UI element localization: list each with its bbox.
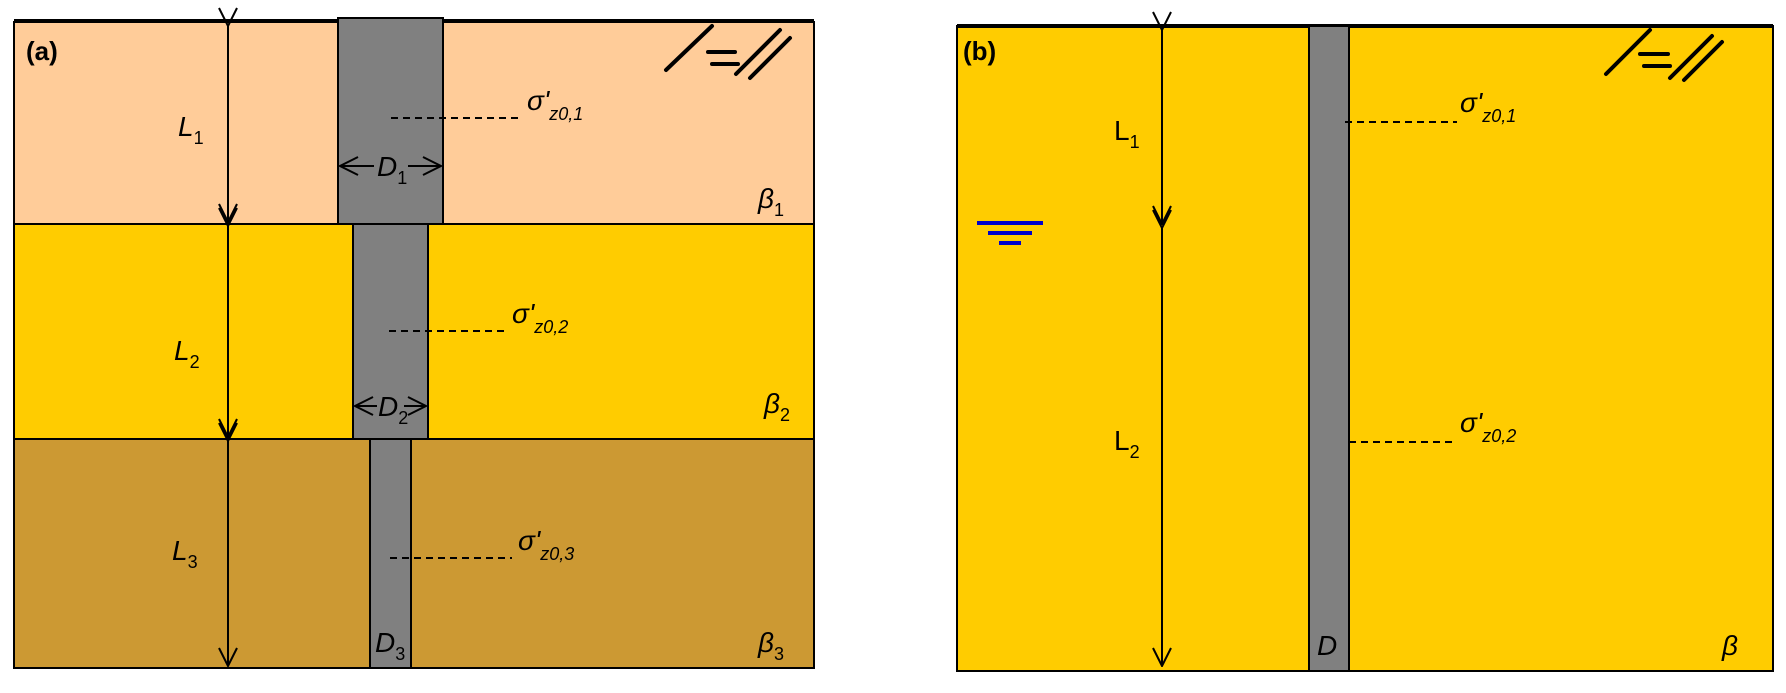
panel-label-b: (b): [963, 36, 996, 66]
pile-segment-1: [337, 17, 444, 225]
beta-label-3: β3: [757, 627, 784, 664]
water-table-icon: [977, 221, 1043, 245]
length-label-1: L1: [178, 111, 204, 148]
stress-label-1: σ'z0,1: [527, 85, 583, 124]
beta-label-2: β2: [763, 388, 790, 425]
panel-b: (b) L1 L2 σ'z0,1 σ'z0,2 D β: [956, 25, 1774, 672]
diameter-label-1: D1: [377, 151, 407, 188]
stress-label-b2: σ'z0,2: [1460, 407, 1516, 446]
panel-a: (a) L1 D1 σ'z0,1 β1 L2 D2 σ'z0,2 β2 L3: [13, 17, 815, 669]
panel-label-a: (a): [26, 36, 58, 66]
stress-label-3: σ'z0,3: [518, 525, 574, 564]
length-label-2: L2: [174, 335, 200, 372]
length-label-b2: L2: [1114, 425, 1140, 462]
diameter-label-3: D3: [375, 627, 405, 664]
stress-label-b1: σ'z0,1: [1460, 87, 1516, 126]
ground-hatch-icon: [664, 24, 792, 80]
beta-label-1: β1: [757, 183, 784, 220]
length-label-3: L3: [172, 535, 198, 572]
beta-label-b: β: [1721, 630, 1738, 661]
length-label-b1: L1: [1114, 115, 1140, 152]
soil-layer-3: [13, 438, 815, 669]
diameter-label-2: D2: [378, 391, 408, 428]
pile-segment-3: [369, 438, 412, 669]
uniform-soil: [956, 25, 1774, 672]
diameter-label-b: D: [1317, 630, 1337, 661]
pile-b: [1308, 25, 1350, 672]
ground-hatch-icon-b: [1604, 28, 1724, 82]
stress-label-2: σ'z0,2: [512, 298, 568, 337]
